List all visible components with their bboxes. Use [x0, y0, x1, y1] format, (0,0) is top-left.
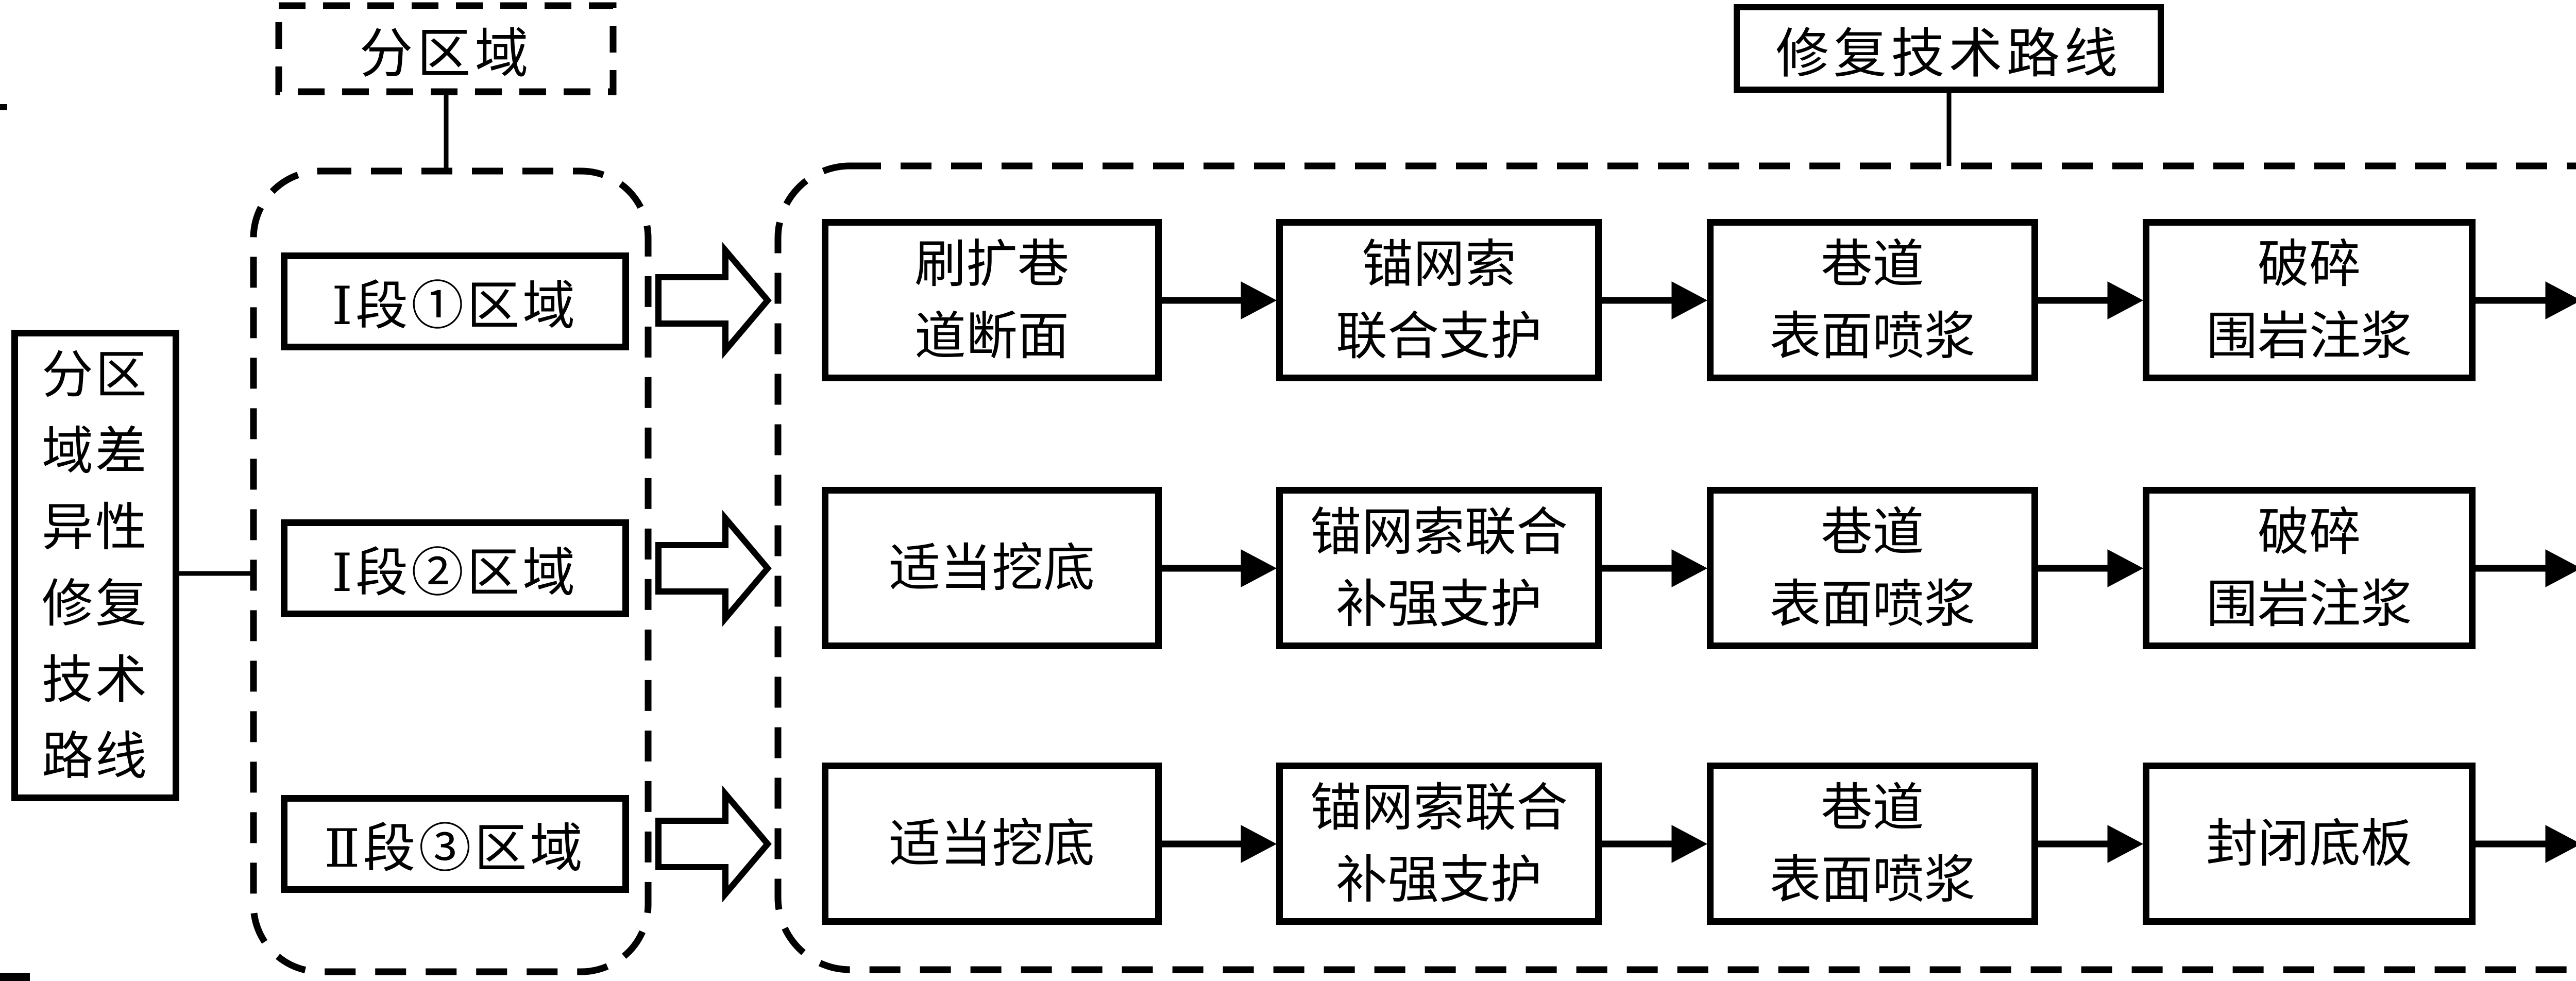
process-step-line: 锚网索联合 [1310, 501, 1568, 562]
scan-artifact [0, 973, 30, 981]
process-step-line: 围岩注浆 [2206, 573, 2412, 634]
process-step-line: 表面喷浆 [1769, 306, 1976, 366]
block-arrow-row1 [655, 242, 772, 359]
zone-label: Ⅱ段③区域 [324, 818, 586, 879]
process-step-line: 巷道 [1821, 501, 1924, 562]
main-title-line: 异性 [42, 497, 149, 557]
process-step-box-r1s2: 锚网索 联合支护 [1276, 219, 1602, 381]
dashed-route-container [774, 162, 2576, 973]
process-step-box-r3s1: 适当挖底 [822, 763, 1162, 925]
process-step-box-r1s1: 刷扩巷 道断面 [822, 219, 1162, 381]
zone-group-label: 分区域 [359, 22, 533, 85]
process-step-box-r3s4: 封闭底板 [2143, 763, 2476, 925]
process-step-line: 联合支护 [1336, 306, 1542, 366]
process-step-line: 补强支护 [1336, 573, 1542, 634]
process-step-line: 锚网索联合 [1310, 777, 1568, 838]
process-step-box-r2s1: 适当挖底 [822, 487, 1162, 649]
process-step-line: 道断面 [914, 306, 1069, 366]
process-step-box-r2s3: 巷道 表面喷浆 [1707, 487, 2038, 649]
flow-arrows-row3 [1162, 825, 2576, 863]
block-arrow-row2 [655, 510, 772, 627]
main-title-line: 技术 [42, 649, 149, 710]
process-step-line: 适当挖底 [889, 537, 1095, 598]
process-step-line: 破碎 [2258, 233, 2361, 294]
main-title-line: 修复 [42, 573, 149, 634]
process-step-box-r2s4: 破碎 围岩注浆 [2143, 487, 2476, 649]
main-title-line: 路线 [42, 725, 149, 786]
process-step-line: 围岩注浆 [2206, 306, 2412, 366]
flow-arrows-row2 [1162, 549, 2576, 587]
process-step-box-r2s2: 锚网索联合 补强支护 [1276, 487, 1602, 649]
process-step-line: 适当挖底 [889, 813, 1095, 874]
process-step-line: 巷道 [1821, 777, 1924, 838]
main-title-line: 分区 [42, 344, 149, 405]
process-step-line: 巷道 [1821, 233, 1924, 294]
route-group-label: 修复技术路线 [1775, 22, 2122, 85]
process-step-line: 锚网索 [1362, 233, 1516, 294]
block-arrow-row3 [655, 785, 772, 903]
process-step-box-r1s3: 巷道 表面喷浆 [1707, 219, 2038, 381]
process-step-box-r1s4: 破碎 围岩注浆 [2143, 219, 2476, 381]
zone-box-2: Ⅰ段②区域 [281, 519, 629, 617]
process-step-line: 封闭底板 [2206, 813, 2412, 874]
process-step-line: 刷扩巷 [914, 233, 1069, 294]
dashed-zone-container [250, 167, 652, 975]
process-step-line: 表面喷浆 [1769, 573, 1976, 634]
zone-label: Ⅰ段②区域 [331, 542, 579, 604]
process-step-line: 补强支护 [1336, 849, 1542, 910]
scan-artifact [0, 104, 7, 110]
process-step-box-r3s2: 锚网索联合 补强支护 [1276, 763, 1602, 925]
zone-group-label-box: 分区域 [279, 6, 613, 92]
zone-label: Ⅰ段①区域 [331, 275, 579, 337]
route-group-label-box: 修复技术路线 [1734, 4, 2164, 93]
main-title-box: 分区 域差 异性 修复 技术 路线 [11, 330, 179, 801]
zone-box-3: Ⅱ段③区域 [281, 795, 629, 893]
zone-box-1: Ⅰ段①区域 [281, 252, 629, 350]
process-step-line: 破碎 [2258, 501, 2361, 562]
main-title-line: 域差 [42, 420, 149, 481]
process-step-box-r3s3: 巷道 表面喷浆 [1707, 763, 2038, 925]
process-step-line: 表面喷浆 [1769, 849, 1976, 910]
flow-arrows-row1 [1162, 281, 2576, 319]
